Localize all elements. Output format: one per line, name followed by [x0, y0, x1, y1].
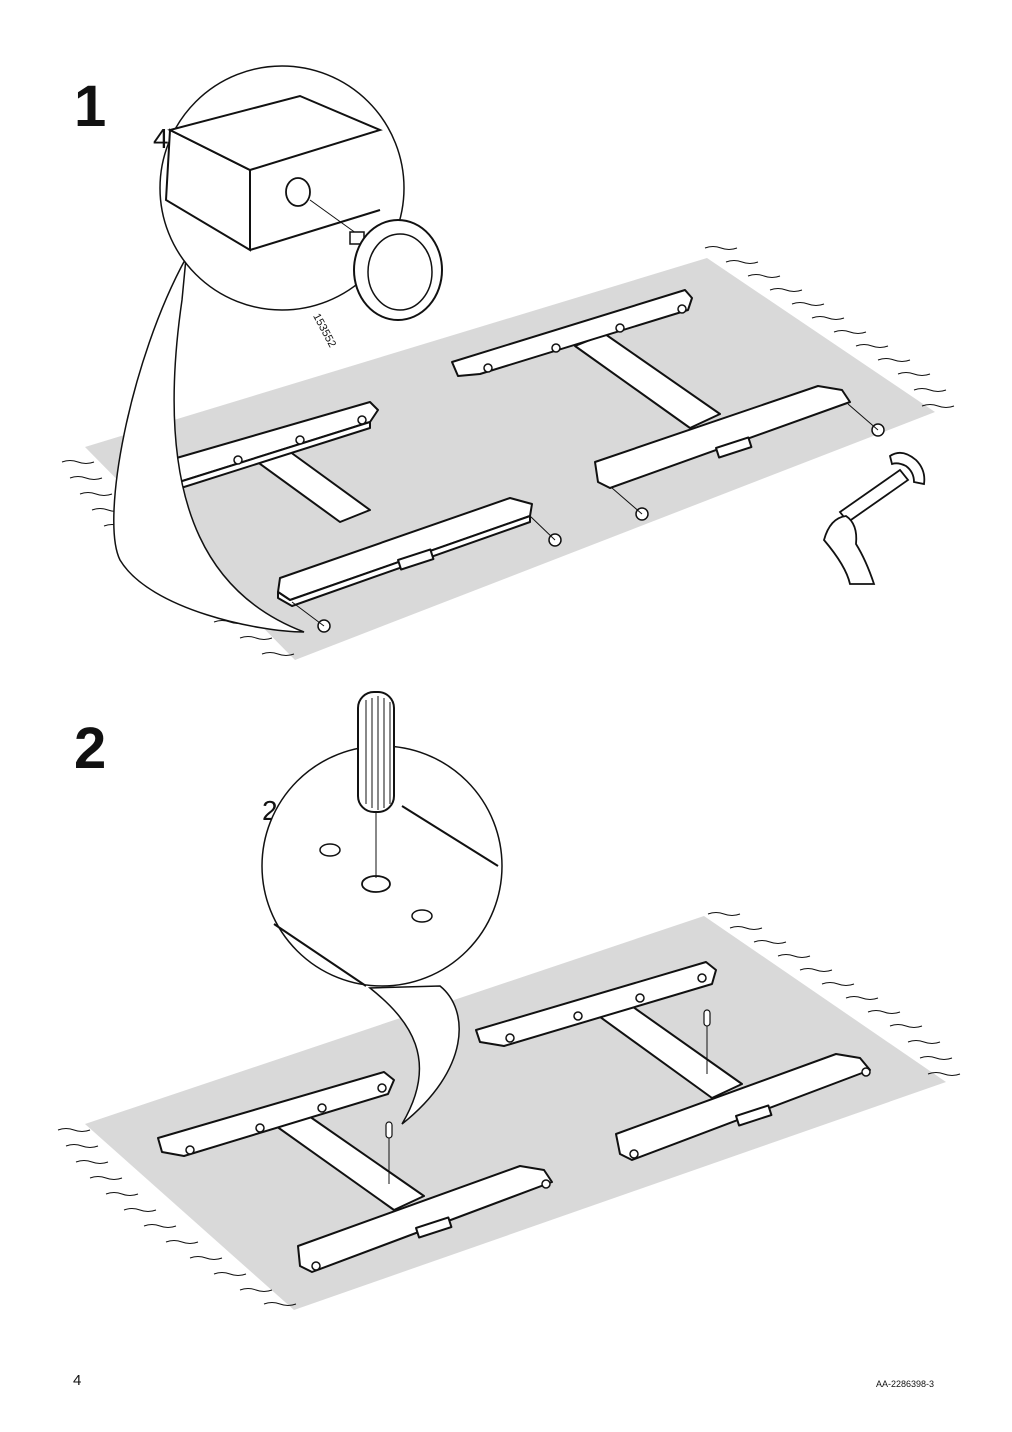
step-1-detail-bubble: [113, 65, 443, 633]
step-2-number: 2: [74, 716, 107, 781]
step-1-left-frame: [134, 401, 533, 607]
hammer-icon: [823, 451, 926, 585]
step-2-part-number: 101350: [395, 763, 407, 800]
step-1-right-frame: [451, 289, 851, 489]
step-1-guide-lines: [291, 403, 879, 627]
document-code: AA-2286398-3: [876, 1379, 935, 1389]
page-number: 4: [73, 1372, 82, 1389]
step-1-number: 1: [74, 74, 107, 139]
step-2-quantity: 2x: [262, 795, 292, 826]
